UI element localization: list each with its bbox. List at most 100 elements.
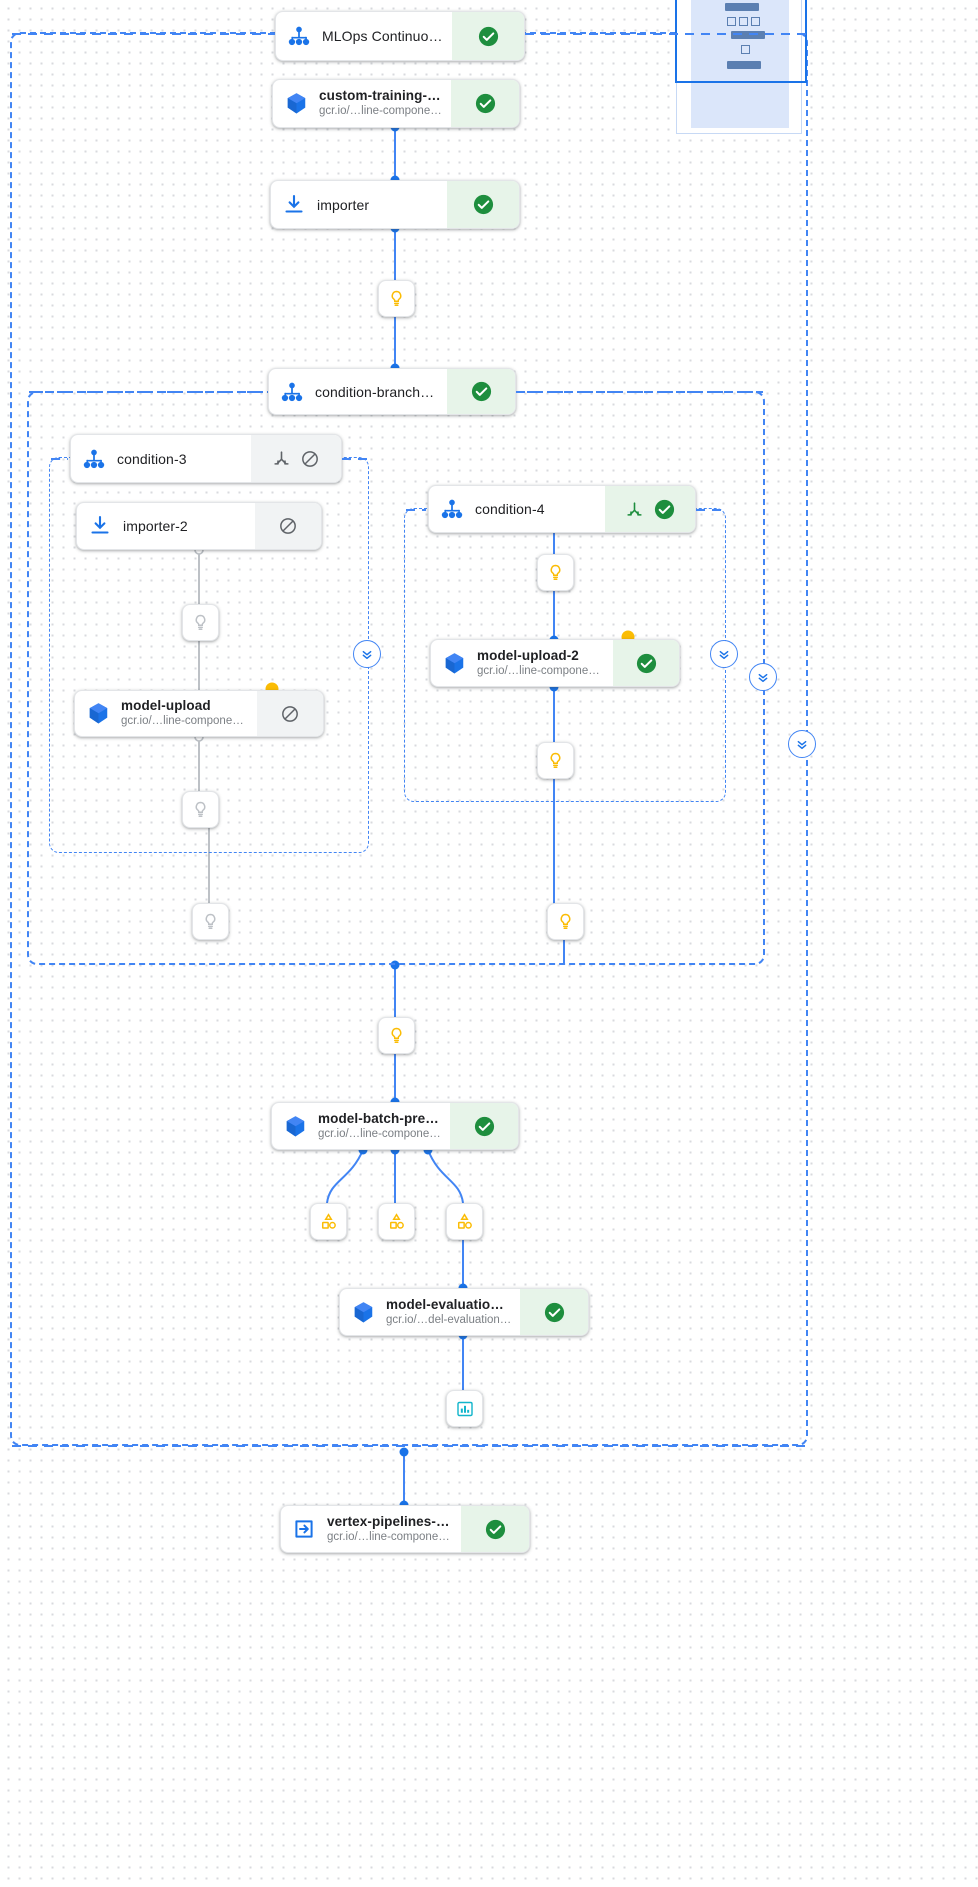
status-badge	[447, 369, 515, 414]
node-title: model-upload-2	[477, 647, 579, 663]
lightbulb-icon	[391, 1027, 402, 1044]
container-icon	[272, 1103, 318, 1149]
import-icon	[77, 503, 123, 549]
success-check-icon	[654, 499, 674, 519]
node-title: model-batch-predict	[318, 1110, 442, 1126]
artifact-param-2[interactable]	[182, 604, 219, 641]
node-subtitle: gcr.io/…line-components:2.6.0	[327, 1530, 453, 1543]
artifact-metrics-1[interactable]	[446, 1390, 483, 1427]
success-check-icon	[478, 26, 498, 46]
exit-icon	[281, 1506, 327, 1552]
artifact-dataset-2[interactable]	[378, 1203, 415, 1240]
node-condition-branches-2[interactable]: condition-branches-2	[268, 368, 516, 415]
status-badge	[257, 691, 323, 736]
artifact-param-1[interactable]	[378, 280, 415, 317]
status-badge	[447, 181, 519, 228]
node-subtitle: gcr.io/…line-components:2.6.0	[121, 715, 249, 727]
success-check-icon	[544, 1302, 564, 1322]
container-icon	[75, 691, 121, 736]
import-icon	[271, 181, 317, 228]
node-condition-3[interactable]: condition-3	[70, 434, 342, 483]
status-badge	[452, 12, 524, 60]
node-title: importer	[317, 196, 370, 213]
lightbulb-icon	[195, 614, 206, 631]
success-check-icon	[473, 194, 493, 215]
skipped-icon	[280, 518, 296, 534]
branch-icon	[274, 451, 289, 465]
artifact-param-3[interactable]	[182, 791, 219, 828]
collapse-chevrons-icon	[758, 673, 768, 683]
pipeline-icon	[429, 486, 475, 532]
node-subtitle: gcr.io/…line-components:2.6.0	[319, 105, 443, 117]
artifact-param-7[interactable]	[547, 903, 584, 940]
collapse-control-condition-3[interactable]	[353, 640, 381, 668]
pipeline-icon	[269, 369, 315, 414]
artifact-dataset-1[interactable]	[310, 1203, 347, 1240]
skipped-icon	[282, 705, 298, 722]
success-check-icon	[475, 93, 495, 114]
container-icon	[273, 80, 319, 127]
container-icon	[340, 1289, 386, 1335]
collapse-chevrons-icon	[797, 740, 807, 750]
node-title: custom-training-job	[319, 88, 443, 103]
node-vertex-notification[interactable]: vertex-pipelines-notificat… gcr.io/…line…	[280, 1505, 530, 1553]
node-title: model-upload	[121, 698, 211, 713]
artifact-dataset-3[interactable]	[446, 1203, 483, 1240]
status-badge	[451, 80, 519, 127]
collapse-control-condition-branches[interactable]	[749, 663, 777, 691]
node-title: MLOps Continuous Traini…	[322, 28, 444, 44]
collapse-chevrons-icon	[362, 650, 372, 660]
node-title: vertex-pipelines-notificat…	[327, 1513, 453, 1529]
status-badge	[255, 503, 321, 549]
metrics-icon	[456, 1401, 473, 1416]
container-icon	[431, 640, 477, 686]
node-model-evaluation[interactable]: model-evaluation-regres… gcr.io/…del-eva…	[339, 1288, 589, 1336]
node-title: condition-4	[475, 501, 545, 517]
node-subtitle: gcr.io/…del-evaluation:v0.9.3	[386, 1313, 512, 1326]
dataset-icon	[321, 1213, 336, 1229]
node-subtitle: gcr.io/…line-components:2.6.0	[318, 1127, 442, 1140]
lightbulb-icon	[205, 913, 216, 930]
node-title: model-evaluation-regres…	[386, 1296, 512, 1312]
pipeline-icon	[276, 12, 322, 60]
status-badge	[520, 1289, 588, 1335]
artifact-param-5[interactable]	[537, 554, 574, 591]
node-importer-2[interactable]: importer-2	[76, 502, 322, 550]
lightbulb-icon	[560, 913, 571, 930]
lightbulb-icon	[550, 564, 561, 581]
node-title: importer-2	[123, 518, 188, 534]
status-badge	[461, 1506, 529, 1552]
node-mlops-root[interactable]: MLOps Continuous Traini…	[275, 11, 525, 61]
node-title: condition-branches-2	[315, 383, 439, 400]
artifact-param-4[interactable]	[192, 903, 229, 940]
node-model-upload-2[interactable]: model-upload-2 gcr.io/…line-components:2…	[430, 639, 680, 687]
collapse-chevrons-icon	[719, 650, 729, 660]
dataset-icon	[457, 1213, 472, 1229]
node-importer[interactable]: importer	[270, 180, 520, 229]
success-check-icon	[471, 381, 491, 402]
lightbulb-icon	[391, 290, 402, 307]
lightbulb-icon	[195, 801, 206, 818]
status-badge	[251, 435, 341, 482]
skipped-icon	[302, 450, 318, 467]
status-badge	[605, 486, 695, 532]
node-model-upload[interactable]: model-upload gcr.io/…line-components:2.6…	[74, 690, 324, 737]
node-condition-4[interactable]: condition-4	[428, 485, 696, 533]
collapse-control-root[interactable]	[788, 730, 816, 758]
pipeline-icon	[71, 435, 117, 482]
collapse-control-condition-4[interactable]	[710, 640, 738, 668]
artifact-param-6[interactable]	[537, 742, 574, 779]
node-model-batch-predict[interactable]: model-batch-predict gcr.io/…line-compone…	[271, 1102, 519, 1150]
artifact-param-8[interactable]	[378, 1017, 415, 1054]
graph-minimap[interactable]	[675, 0, 807, 134]
success-check-icon	[636, 653, 656, 673]
dataset-icon	[389, 1213, 404, 1229]
success-check-icon	[485, 1519, 505, 1539]
minimap-viewport[interactable]	[675, 0, 807, 83]
lightbulb-icon	[550, 752, 561, 769]
node-custom-training-job[interactable]: custom-training-job gcr.io/…line-compone…	[272, 79, 520, 128]
node-title: condition-3	[117, 450, 187, 467]
node-subtitle: gcr.io/…line-components:2.6.0	[477, 664, 605, 677]
status-badge	[450, 1103, 518, 1149]
